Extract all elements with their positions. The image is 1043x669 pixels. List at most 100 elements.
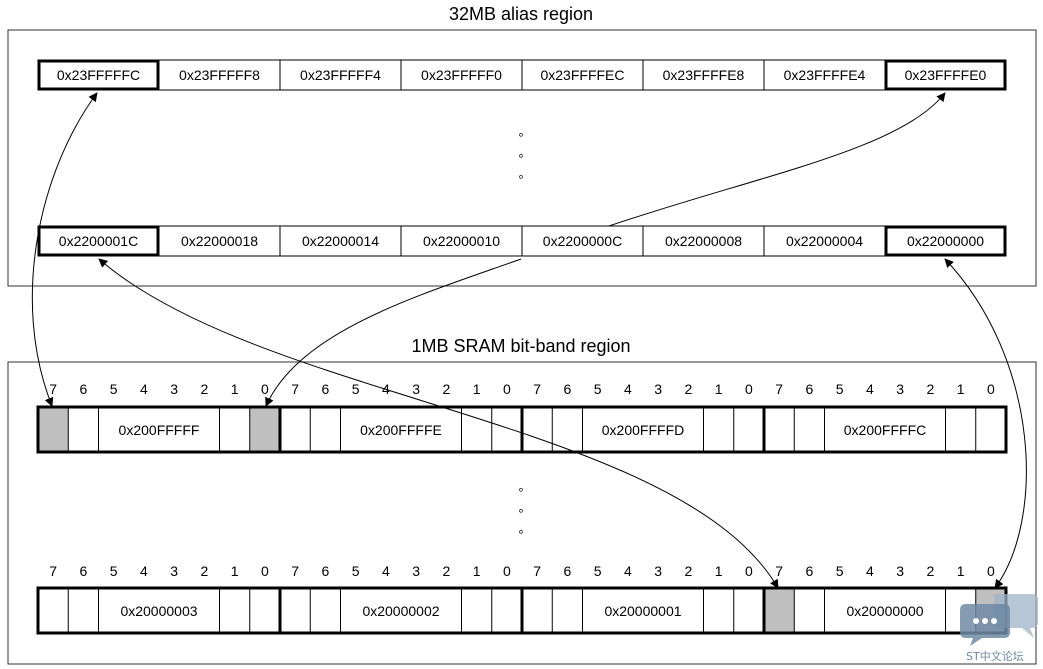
alias-cell-box [521,59,644,91]
bit-cell [68,407,99,452]
bit-cell [310,588,341,633]
bit-cell [431,588,462,633]
alias-cell-box [642,59,765,91]
bit-number-label: 4 [624,563,632,579]
alias-word-cell: 0x23FFFFEC [521,59,644,91]
bit-number-label: 1 [715,563,723,579]
bit-number-label: 7 [775,381,783,397]
alias-cell-highlight [884,59,1007,91]
alias-word-label: 0x22000010 [423,233,500,249]
bit-number-label: 1 [231,381,239,397]
alias-word-cell: 0x22000018 [158,225,281,257]
byte-address-label: 0x200FFFFE [360,422,442,438]
bit-cell [522,407,553,452]
byte-address-label: 0x20000000 [846,603,923,619]
alias-word-cell: 0x23FFFFE8 [642,59,765,91]
bit-number-label: 5 [110,563,118,579]
bit-cell [98,588,129,633]
bit-cell [461,407,492,452]
alias-word-cell: 0x23FFFFF8 [158,59,281,91]
sram-region-title: 1MB SRAM bit-band region [411,336,630,356]
bit-cell [915,407,946,452]
bit-cell [249,588,280,633]
bit-number-label: 4 [140,563,148,579]
bit-cell [703,407,734,452]
bit-number-label: 0 [987,563,995,579]
ellipsis-dot: ° [518,151,523,166]
bit-number-label: 3 [412,381,420,397]
bit-number-label: 0 [503,563,511,579]
mapping-arrows [31,92,1027,589]
arrow-23FFFFFC-to-200FFFFF-bit7 [31,92,98,407]
bit-cell [491,588,522,633]
alias-cell-box [763,225,886,257]
bit-cell [854,407,885,452]
bit-cell [945,407,976,452]
alias-word-cell: 0x2200001C [37,225,160,257]
bit-number-label: 7 [291,563,299,579]
bit-number-label: 7 [775,563,783,579]
sram-ellipsis: ° ° ° [518,485,523,542]
ellipsis-dot: ° [518,506,523,521]
alias-word-label: 0x23FFFFF8 [179,67,260,83]
byte-address-label: 0x200FFFFD [602,422,684,438]
bit-number-label: 1 [231,563,239,579]
bit-cell [915,588,946,633]
alias-word-cell: 0x23FFFFF0 [400,59,523,91]
bit-cell [794,588,825,633]
bit-number-label: 7 [291,381,299,397]
bit-number-label: 1 [957,563,965,579]
bit-number-label: 3 [654,563,662,579]
bit-number-label: 5 [352,381,360,397]
alias-cell-highlight [37,225,160,257]
ellipsis-dot: ° [518,172,523,187]
bit-cell [885,588,916,633]
bit-number-label: 4 [624,381,632,397]
bit-cell [491,407,522,452]
alias-word-label: 0x22000008 [665,233,742,249]
bit-cell [733,407,764,452]
bit-cell [310,407,341,452]
bit-cell [401,588,432,633]
bit-number-label: 6 [563,563,571,579]
alias-word-label: 0x22000014 [302,233,379,249]
alias-cell-box [279,59,402,91]
bit-cell [975,407,1006,452]
bit-cell [370,588,401,633]
alias-word-label: 0x23FFFFE4 [784,67,866,83]
bit-cell [159,588,190,633]
bit-cell [219,588,250,633]
bit-cell [612,588,643,633]
alias-word-label: 0x23FFFFF0 [421,67,502,83]
chat-bubble-icon [960,594,1038,646]
bit-cell [552,588,583,633]
bit-number-label: 7 [49,381,57,397]
bit-number-label: 1 [957,381,965,397]
bit-number-label: 5 [836,381,844,397]
bit-cell [280,588,311,633]
bit-number-label: 3 [896,563,904,579]
bit-number-label: 3 [170,381,178,397]
bit-number-label: 3 [412,563,420,579]
bit-number-label: 1 [715,381,723,397]
ellipsis-dot: ° [518,130,523,145]
bit-cell [794,407,825,452]
alias-cell-box [642,225,765,257]
alias-word-label: 0x23FFFFFC [57,67,140,83]
alias-word-cell: 0x23FFFFFC [37,59,160,91]
bit-cell [68,588,99,633]
bit-cell [522,588,553,633]
watermark-text: ST中文论坛 [966,650,1024,663]
bit-number-label: 5 [594,381,602,397]
alias-word-label: 0x2200001C [59,233,138,249]
arrow-22000000-to-20000000-bit0 [944,258,1027,589]
bit-cell [280,407,311,452]
alias-word-cell: 0x23FFFFF4 [279,59,402,91]
bit-number-label: 3 [170,563,178,579]
bit-number-label: 3 [896,381,904,397]
alias-word-label: 0x22000004 [786,233,863,249]
